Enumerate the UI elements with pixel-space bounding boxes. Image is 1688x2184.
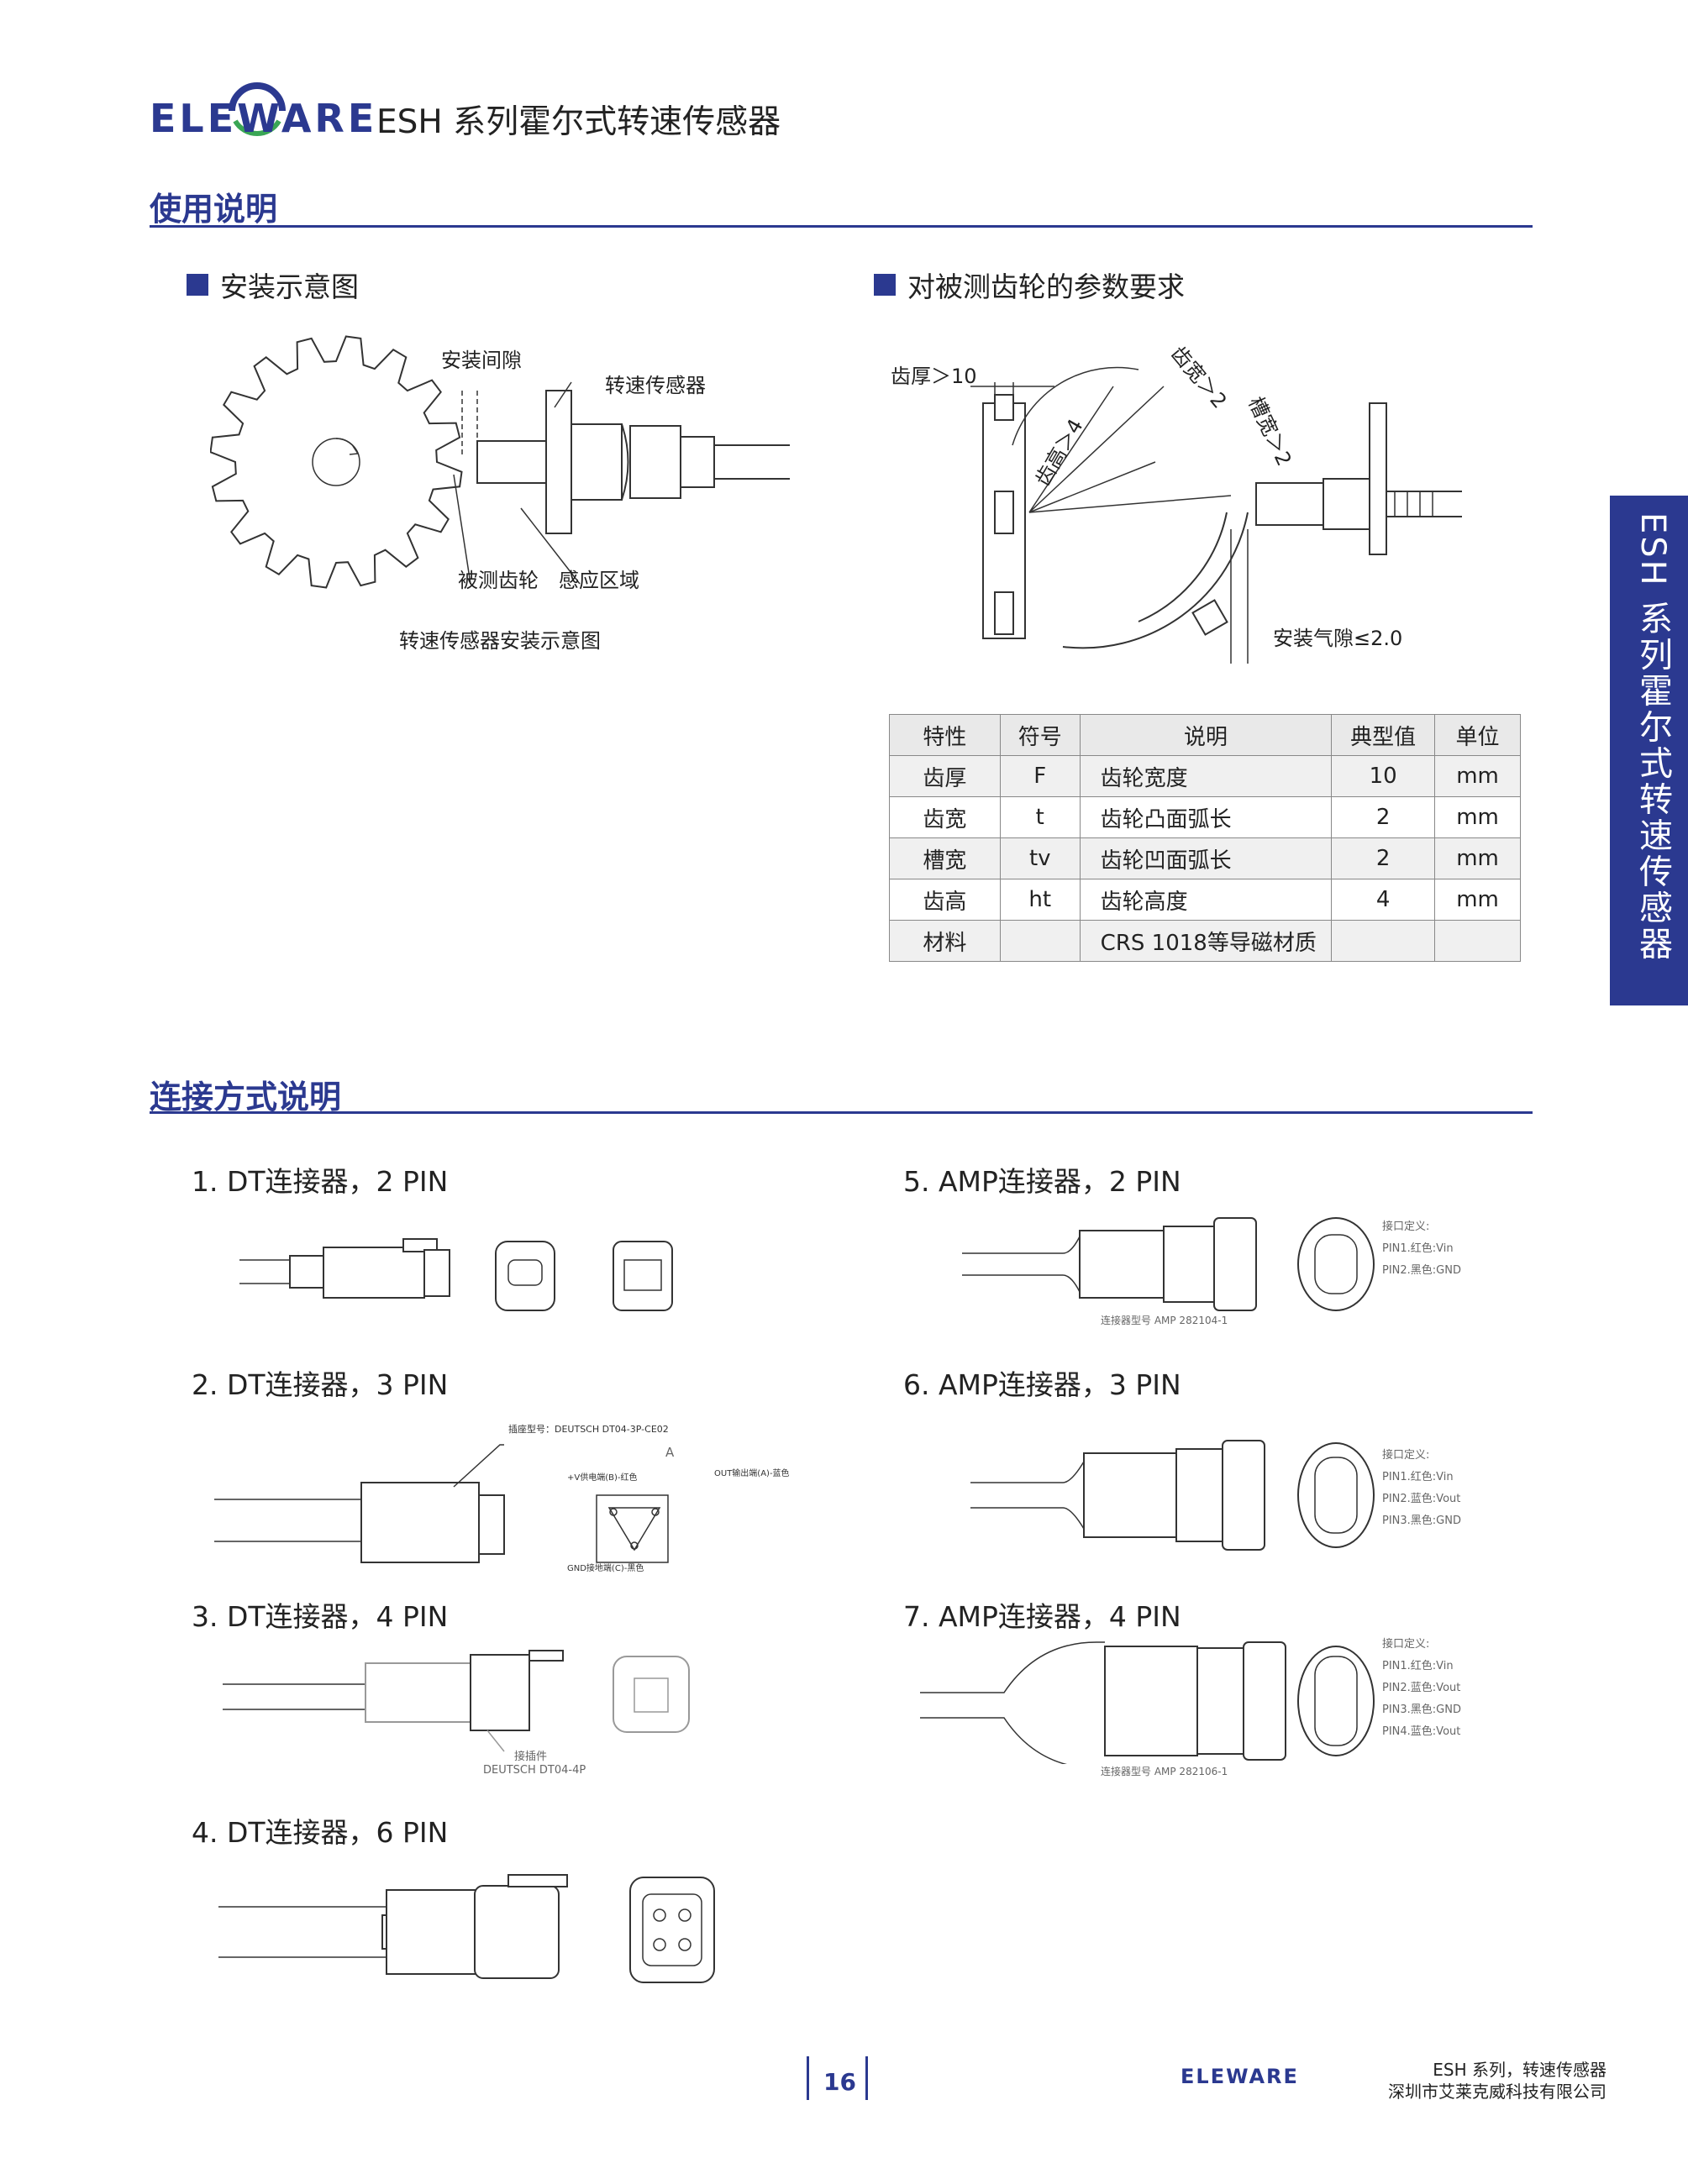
table-header-cell: 符号 xyxy=(999,714,1081,756)
dt4-callout-1: 接插件 xyxy=(514,1751,548,1763)
header-logo: ELEWARE xyxy=(150,96,378,141)
amp3-pin-definition: 接口定义: PIN1.红色:Vin PIN2.蓝色:Vout PIN3.黑色:G… xyxy=(1382,1449,1461,1527)
connector-title: 5. AMP连接器，2 PIN xyxy=(903,1165,1181,1198)
amp-4pin-drawing xyxy=(920,1641,1375,1764)
connector-title: 1. DT连接器，2 PIN xyxy=(192,1165,449,1198)
table-cell: 2 xyxy=(1331,837,1436,879)
dt3-face-left: +V供电端(B)-红色 xyxy=(567,1473,638,1483)
table-cell: 10 xyxy=(1331,755,1436,797)
table-cell xyxy=(1434,920,1521,962)
footer-line-1: ESH 系列，转速传感器 xyxy=(1433,2060,1606,2080)
table-cell: CRS 1018等导磁材质 xyxy=(1079,920,1333,962)
table-header-cell: 单位 xyxy=(1434,714,1521,756)
table-cell: mm xyxy=(1434,755,1521,797)
table-cell: 齿厚 xyxy=(889,755,1001,797)
side-tab-label: ESH 系列霍尔式转速传感器 xyxy=(1633,512,1672,963)
table-cell: 材料 xyxy=(889,920,1001,962)
dt3-face-top: A xyxy=(665,1445,675,1460)
section-title-usage: 使用说明 xyxy=(150,191,278,228)
tooth-drawing xyxy=(970,366,1462,664)
sensor-side-icon xyxy=(1255,402,1462,555)
gear-req-heading: 对被测齿轮的参数要求 xyxy=(874,265,1185,305)
page-number-bar-left xyxy=(807,2056,809,2100)
air-gap-label: 安装气隙≤2.0 xyxy=(1273,627,1403,650)
document-title: ESH 系列霍尔式转速传感器 xyxy=(376,103,781,141)
dt3-face-right: OUT输出端(A)-蓝色 xyxy=(714,1469,790,1478)
table-cell: 齿高 xyxy=(889,879,1001,921)
dt-6pin-drawing xyxy=(218,1874,715,1983)
table-cell: 齿轮高度 xyxy=(1079,879,1333,921)
amp2-caption: 连接器型号 AMP 282104-1 xyxy=(1101,1315,1228,1326)
table-cell: mm xyxy=(1434,796,1521,838)
side-tab: ESH 系列霍尔式转速传感器 xyxy=(1610,496,1688,1005)
install-caption: 转速传感器安装示意图 xyxy=(399,629,601,653)
dt-4pin-drawing xyxy=(223,1650,690,1752)
dt4-callout-2: DEUTSCH DT04-4P xyxy=(483,1764,586,1777)
gear-sensor-drawing xyxy=(209,335,790,589)
table-header-cell: 典型值 xyxy=(1331,714,1436,756)
sensor-icon xyxy=(476,390,790,534)
connector-title: 2. DT连接器，3 PIN xyxy=(192,1368,449,1401)
page-number-bar-right xyxy=(865,2056,868,2100)
footer-logo: ELEWARE xyxy=(1181,2065,1299,2088)
thickness-label: 齿厚＞10 xyxy=(891,365,977,388)
table-header-cell: 特性 xyxy=(889,714,1001,756)
table-header-cell: 说明 xyxy=(1079,714,1333,756)
footer-line-2: 深圳市艾莱克威科技有限公司 xyxy=(1388,2082,1606,2102)
table-cell: 4 xyxy=(1331,879,1436,921)
table-cell xyxy=(1331,920,1436,962)
table-cell: 2 xyxy=(1331,796,1436,838)
sensor-label: 转速传感器 xyxy=(605,374,706,397)
table-cell: 槽宽 xyxy=(889,837,1001,879)
dt-2pin-drawing xyxy=(239,1238,673,1311)
connector-title: 7. AMP连接器，4 PIN xyxy=(903,1600,1181,1633)
table-row: 材料 CRS 1018等导磁材质 xyxy=(889,920,1521,962)
table-cell: 齿轮宽度 xyxy=(1079,755,1333,797)
table-cell: 齿宽 xyxy=(889,796,1001,838)
section-title-connection: 连接方式说明 xyxy=(150,1079,342,1116)
bullet-square-icon xyxy=(874,274,896,296)
table-cell: ht xyxy=(999,879,1081,921)
connector-title: 6. AMP连接器，3 PIN xyxy=(903,1368,1181,1401)
page-number: 16 xyxy=(823,2068,856,2096)
table-cell: 齿轮凸面弧长 xyxy=(1079,796,1333,838)
amp-2pin-drawing xyxy=(962,1217,1375,1311)
gap-label: 安装间隙 xyxy=(441,349,522,372)
dt3-face-bottom: GND接地端(C)-黑色 xyxy=(567,1564,644,1573)
install-diagram: 安装间隙 转速传感器 被测齿轮 感应区域 转速传感器安装示意图 xyxy=(209,332,815,668)
connector-title: 4. DT连接器，6 PIN xyxy=(192,1816,449,1849)
table-cell: t xyxy=(999,796,1081,838)
install-heading: 安装示意图 xyxy=(187,265,359,305)
zone-label: 感应区域 xyxy=(559,569,639,592)
connector-title: 3. DT连接器，4 PIN xyxy=(192,1600,449,1633)
section-divider xyxy=(150,225,1533,228)
table-cell: mm xyxy=(1434,879,1521,921)
gear-label: 被测齿轮 xyxy=(458,569,539,592)
amp-3pin-drawing xyxy=(970,1440,1375,1551)
dt-3pin-drawing xyxy=(214,1444,669,1563)
table-cell: mm xyxy=(1434,837,1521,879)
amp4-pin-definition: 接口定义: PIN1.红色:Vin PIN2.蓝色:Vout PIN3.黑色:G… xyxy=(1382,1638,1461,1738)
bullet-square-icon xyxy=(187,274,208,296)
table-cell: 齿轮凹面弧长 xyxy=(1079,837,1333,879)
gear-icon xyxy=(209,335,463,589)
dt3-callout: 插座型号：DEUTSCH DT04-3P-CE02 xyxy=(508,1424,669,1435)
logo-globe-icon xyxy=(229,82,286,137)
table-header-row: 特性符号说明典型值单位 xyxy=(889,714,1521,756)
amp2-pin-definition: 接口定义: PIN1.红色:Vin PIN2.黑色:GND xyxy=(1382,1221,1461,1277)
amp4-caption: 连接器型号 AMP 282106-1 xyxy=(1101,1766,1228,1777)
section-divider xyxy=(150,1111,1533,1114)
header: ELEWARE ESH 系列霍尔式转速传感器 xyxy=(150,82,1536,151)
table-cell: tv xyxy=(999,837,1081,879)
gear-requirement-diagram: 齿厚＞10 齿高＞4 齿宽＞2 槽宽＞2 安装气隙≤2.0 xyxy=(886,336,1542,672)
table-cell xyxy=(999,920,1081,962)
table-cell: F xyxy=(999,755,1081,797)
